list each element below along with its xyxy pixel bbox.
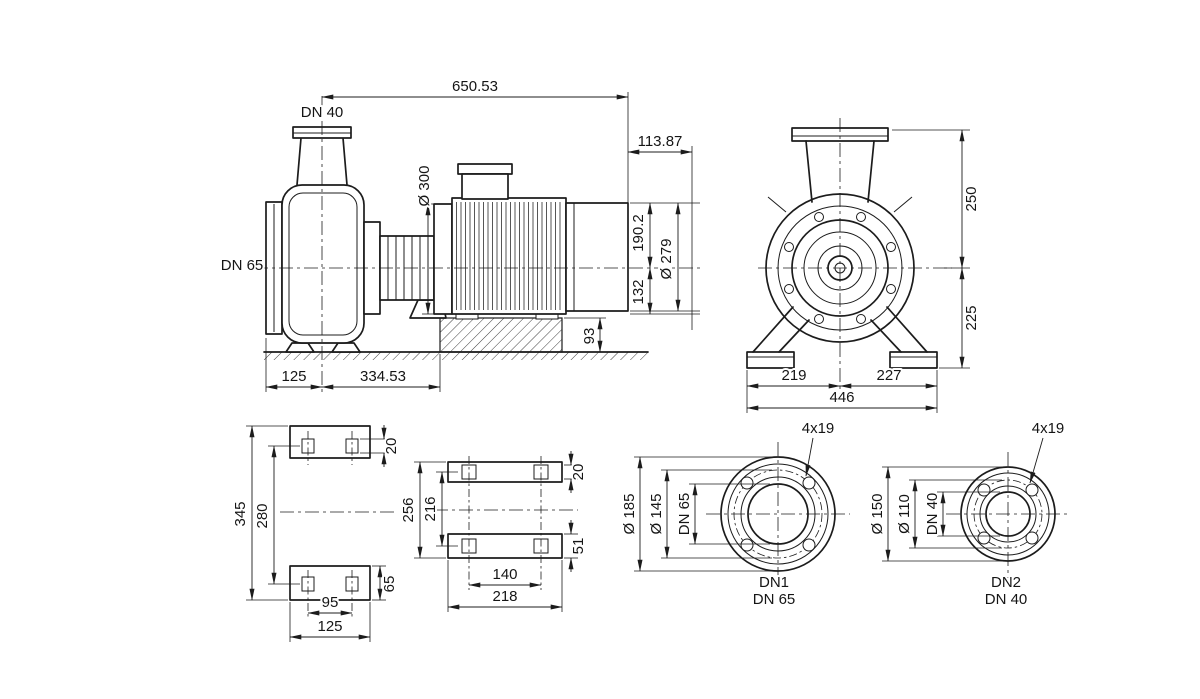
foot-plan-dimensions (246, 425, 390, 642)
dim-rear-clearance: 113.87 (638, 133, 683, 150)
port-size: DN 65 (753, 591, 796, 608)
label-discharge-dn40: DN 40 (301, 104, 344, 121)
bolt-hole (740, 538, 754, 552)
flange-outer (720, 456, 836, 572)
dim-hole-spacing: 280 (254, 503, 271, 528)
dim-right-half: 227 (876, 367, 901, 384)
bolt (814, 314, 824, 324)
casing-foot (285, 342, 315, 353)
bolt (886, 242, 896, 252)
dim-shaft-to-base: 132 (630, 279, 647, 304)
base-plan-view: 256 216 20 51 140 218 (398, 451, 589, 612)
dim-outer-dia: Ø 185 (621, 494, 638, 535)
bolt (784, 284, 794, 294)
bolt-hole (802, 538, 816, 552)
right-foot (889, 351, 938, 369)
side-view-dimensions (265, 92, 700, 392)
bolt-holes-callout: 4x19 (1032, 420, 1065, 437)
dim-bolt-circle-dia: Ø 110 (896, 494, 913, 534)
dim-shaft-to-top: 190.2 (630, 214, 647, 252)
left-foot (746, 351, 795, 369)
fan-cover (565, 202, 629, 312)
motor-flange (433, 203, 453, 315)
dim-pad-height: 51 (570, 538, 587, 555)
pump-casing (265, 126, 365, 353)
bolt-hole (1025, 531, 1039, 545)
dim-hole-spacing: 216 (422, 496, 439, 521)
flange-dn65-dimensions (634, 437, 814, 572)
dim-total-width: 446 (829, 389, 854, 406)
bolt (856, 314, 866, 324)
label-suction-dn65: DN 65 (221, 257, 264, 274)
bolt (886, 284, 896, 294)
port-label: DN2 (991, 574, 1021, 591)
dim-pad-width: 125 (317, 618, 342, 635)
dim-axis-to-foot: 225 (963, 305, 980, 330)
bolt-holes-callout: 4x19 (802, 420, 835, 437)
dim-hole-pitch: 140 (492, 566, 517, 583)
dim-slot-width: 20 (383, 438, 400, 455)
dim-length-overall: 256 (400, 497, 417, 522)
motor-cooling-fins (455, 202, 563, 310)
dim-top-to-axis: 250 (963, 186, 980, 211)
dim-overall-length: 650.53 (452, 78, 498, 95)
foundation-block (439, 317, 563, 353)
front-view: 250 225 219 227 446 (746, 118, 982, 413)
bolt-hole (802, 476, 816, 490)
dim-pad-width: 218 (492, 588, 517, 605)
terminal-box (461, 173, 509, 200)
side-view: 650.53 113.87 DN 40 DN 65 Ø 300 190.2 13… (219, 76, 702, 392)
port-label: DN1 (759, 574, 789, 591)
bolt-circle (733, 469, 823, 559)
dim-nominal-dia: DN 65 (676, 493, 693, 536)
dim-flange-offset: 125 (281, 368, 306, 385)
casing-foot (331, 342, 361, 353)
flange-dn40-dimensions (882, 437, 1044, 562)
motor (433, 163, 629, 315)
foot-plan-view: 345 280 20 65 95 125 (230, 425, 402, 642)
dim-pad-height: 65 (381, 576, 398, 593)
bolt (856, 212, 866, 222)
bore (747, 483, 809, 545)
bolt-hole (740, 476, 754, 490)
dim-slot-width: 20 (570, 464, 587, 481)
dim-outer-dia: Ø 150 (869, 494, 886, 535)
bore (985, 491, 1031, 537)
dim-motor-dia: Ø 279 (658, 239, 675, 280)
flange-dn40-view: 4x19 Ø 150 Ø 110 DN 40 DN2 DN 40 (867, 418, 1070, 610)
bolt-hole (1025, 483, 1039, 497)
bolt-circle (973, 479, 1043, 549)
dim-length-overall: 345 (232, 501, 249, 526)
dim-base-height: 93 (581, 328, 598, 345)
base-plan-dimensions (414, 451, 578, 612)
bolt (814, 212, 824, 222)
flange-dn65-view: 4x19 Ø 185 Ø 145 DN 65 DN1 DN 65 (619, 418, 850, 610)
dim-casing-length: 334.53 (360, 368, 406, 385)
port-size: DN 40 (985, 591, 1028, 608)
dim-bolt-circle-dia: Ø 145 (648, 494, 665, 535)
dim-motor-flange-dia: Ø 300 (416, 166, 433, 207)
ground-hatching (264, 352, 648, 360)
bolt-hole (977, 483, 991, 497)
bolt (784, 242, 794, 252)
bolt-hole (977, 531, 991, 545)
front-view-dimensions (746, 129, 970, 413)
dim-hole-pitch: 95 (322, 594, 339, 611)
dim-nominal-dia: DN 40 (924, 493, 941, 536)
flange-outer (960, 466, 1056, 562)
terminal-box-lid (457, 163, 513, 175)
volute-casing (281, 184, 365, 344)
dim-left-half: 219 (781, 367, 806, 384)
